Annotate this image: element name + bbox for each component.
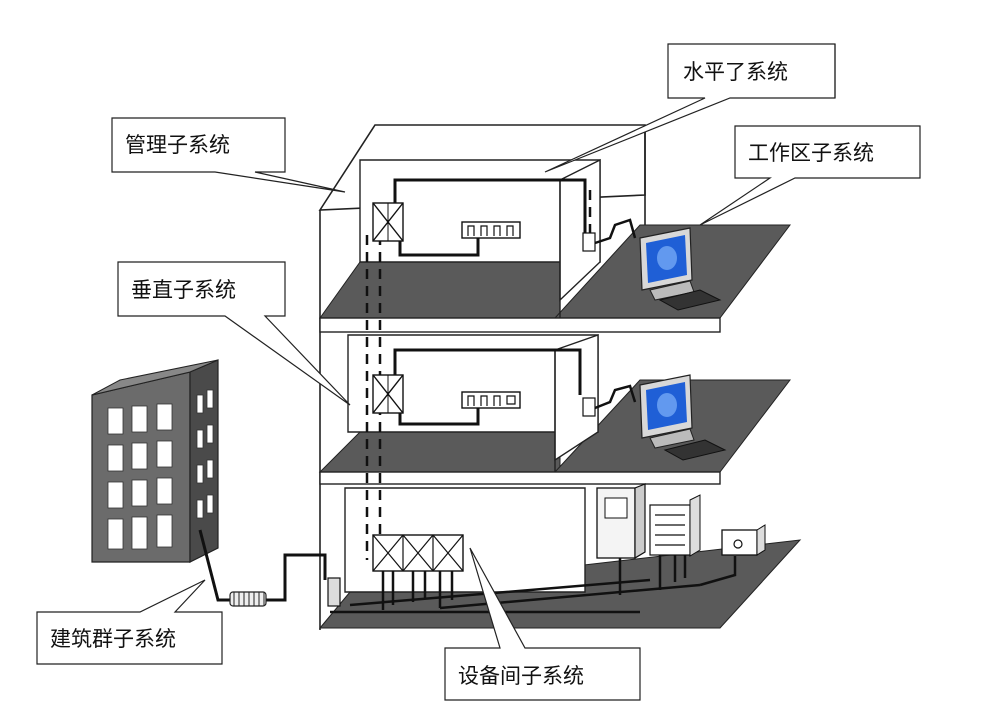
switch-icon [462,392,520,408]
switch-icon [462,222,520,238]
label-horizontal: 水平了系统 [683,60,788,84]
label-vertical: 垂直子系统 [131,278,236,302]
wall-outlet-icon [583,233,595,251]
label-management: 管理子系统 [125,133,230,157]
label-work-area: 工作区子系统 [748,141,874,165]
callout-management: 管理子系统 [112,118,345,192]
wall-outlet-icon [583,398,595,416]
wall-outlet-icon [328,578,340,606]
campus-cable [200,530,325,600]
label-equipment-room: 设备间子系统 [458,664,584,688]
floor-top [320,160,790,332]
rack-icon [650,505,690,555]
label-campus: 建筑群子系统 [50,627,176,651]
callout-campus: 建筑群子系统 [37,580,222,664]
callout-work-area: 工作区子系统 [700,126,920,225]
equipment-box-icon [722,530,757,555]
cable-coil-icon [230,592,266,606]
